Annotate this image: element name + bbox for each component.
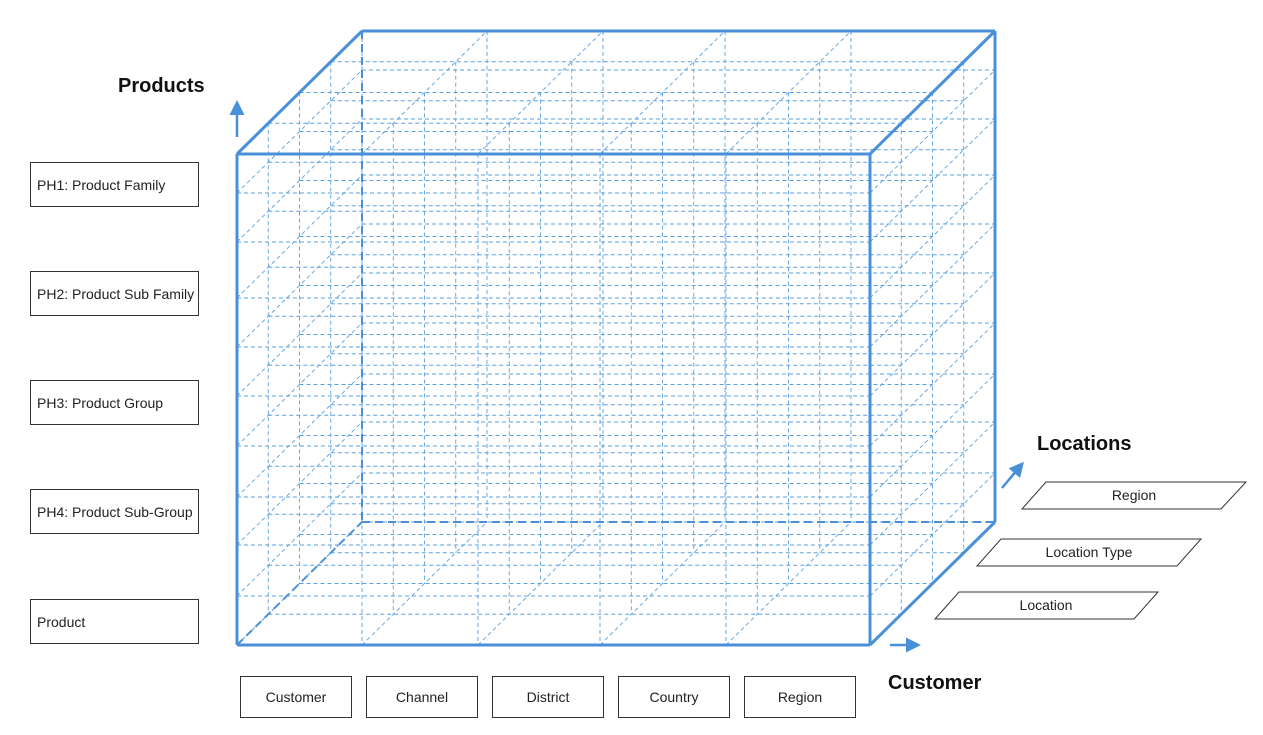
axis-arrows	[229, 100, 1024, 653]
customer-axis-title: Customer	[888, 672, 982, 694]
location-level-label: Region	[1111, 487, 1157, 503]
cube-grid-line	[869, 69, 996, 194]
cube-grid-line	[869, 322, 996, 447]
cube-grid-line	[236, 421, 363, 546]
locations-axis-arrow	[1001, 461, 1024, 489]
cube-grid-line	[725, 521, 852, 646]
cube-hidden-edge	[236, 521, 363, 646]
product-level-box: PH4: Product Sub-Group	[30, 489, 199, 534]
location-parallelograms	[933, 481, 1248, 620]
locations-axis-title: Locations	[1037, 433, 1132, 455]
cube-edge	[868, 29, 997, 156]
cube-grid-line	[361, 30, 488, 155]
cube-grid-line	[869, 118, 996, 243]
cube-grid-line	[236, 472, 363, 597]
customer-level-box: District	[492, 676, 604, 718]
cube-grid-line	[236, 69, 363, 194]
product-level-box: PH3: Product Group	[30, 380, 199, 425]
cube-grid-line	[869, 373, 996, 498]
cube-grid-line	[236, 322, 363, 447]
cube-grid-line	[236, 373, 363, 498]
location-level-shape	[975, 538, 1203, 567]
cube-grid-line	[869, 472, 996, 597]
cube-edge	[235, 29, 364, 156]
cube-grid-line	[236, 118, 363, 243]
cube-grid-line	[869, 421, 996, 546]
location-level-label: Location Type	[1045, 544, 1133, 560]
cube-grid-line	[236, 223, 363, 348]
customer-level-box: Region	[744, 676, 856, 718]
location-level-label: Location	[1019, 597, 1073, 613]
location-level-shape	[933, 591, 1160, 620]
cube-grid-line	[869, 223, 996, 348]
cube-grid-line	[869, 174, 996, 299]
cube-grid-line	[599, 30, 726, 155]
cube-frame-lines	[235, 29, 997, 647]
cube-edge	[868, 520, 997, 647]
customer-level-box: Customer	[240, 676, 352, 718]
location-level-shape	[1020, 481, 1248, 510]
product-level-box: Product	[30, 599, 199, 644]
cube-grid-line	[477, 30, 604, 155]
cube-grid-lines	[236, 30, 996, 646]
cube-grid-line	[869, 272, 996, 397]
cube-grid-line	[599, 521, 726, 646]
product-level-box: PH1: Product Family	[30, 162, 199, 207]
products-axis-title: Products	[118, 75, 205, 97]
customer-level-box: Channel	[366, 676, 478, 718]
cube-grid-line	[236, 174, 363, 299]
cube-grid-line	[361, 521, 488, 646]
cube-grid-line	[236, 272, 363, 397]
cube-grid-line	[725, 30, 852, 155]
cube-grid-line	[477, 521, 604, 646]
customer-level-box: Country	[618, 676, 730, 718]
product-level-box: PH2: Product Sub Family	[30, 271, 199, 316]
